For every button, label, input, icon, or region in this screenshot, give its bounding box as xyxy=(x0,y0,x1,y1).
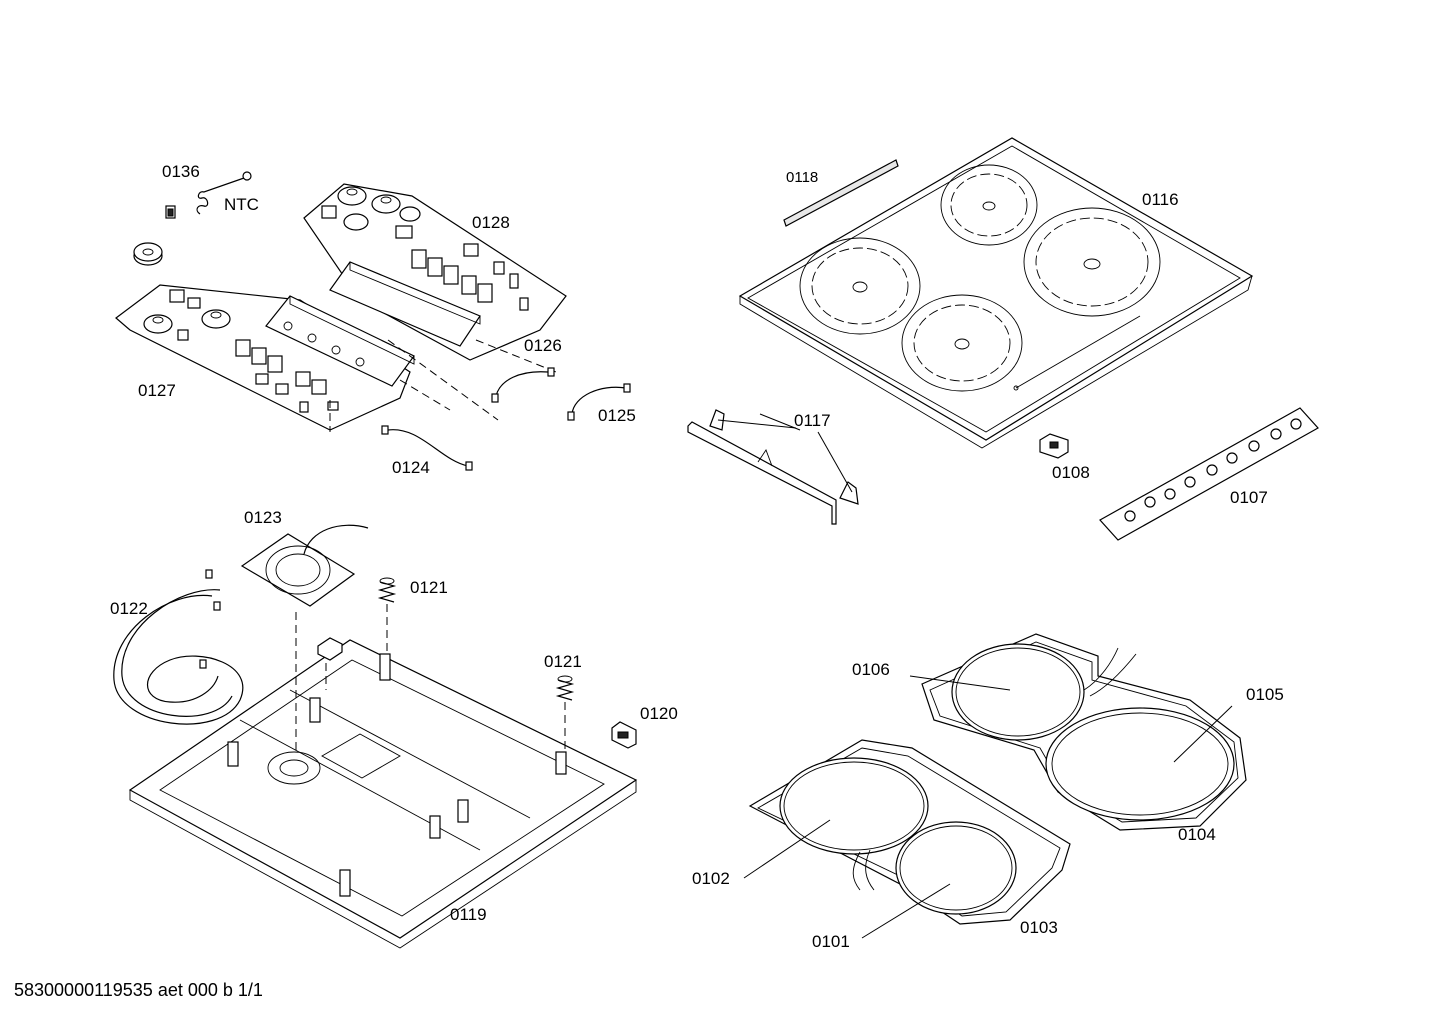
label-0104: 0104 xyxy=(1178,825,1216,844)
label-0117: 0117 xyxy=(794,411,831,430)
label-0106: 0106 xyxy=(852,660,890,679)
label-0121-b: 0121 xyxy=(544,652,582,671)
label-0103: 0103 xyxy=(1020,918,1058,937)
power-cable-0122[interactable] xyxy=(113,569,244,725)
label-0101: 0101 xyxy=(812,932,850,951)
label-ntc: NTC xyxy=(224,195,259,214)
label-0108: 0108 xyxy=(1052,463,1090,482)
label-0120: 0120 xyxy=(640,704,678,723)
control-panel-0107[interactable] xyxy=(1099,407,1319,541)
spring-0121-b[interactable] xyxy=(555,675,575,701)
label-0124: 0124 xyxy=(392,458,430,477)
cable-0125[interactable] xyxy=(567,383,631,421)
label-0105: 0105 xyxy=(1246,685,1284,704)
spring-0121-a[interactable] xyxy=(377,577,397,603)
label-0116: 0116 xyxy=(1142,190,1179,209)
housing-tray-0119[interactable] xyxy=(128,639,638,949)
induction-coil-0102[interactable] xyxy=(779,757,929,855)
label-0107: 0107 xyxy=(1230,488,1268,507)
document-id-footer: 58300000119535 aet 000 b 1/1 xyxy=(14,980,263,1000)
ceramic-hob-0116[interactable] xyxy=(738,137,1254,449)
label-0136: 0136 xyxy=(162,162,200,181)
label-0118: 0118 xyxy=(786,169,818,186)
ntc-sensor-0136[interactable] xyxy=(165,171,252,219)
label-0102: 0102 xyxy=(692,869,730,888)
control-board-0128[interactable] xyxy=(303,183,567,361)
label-0125: 0125 xyxy=(598,406,636,425)
label-0119: 0119 xyxy=(450,905,487,924)
component-0108[interactable] xyxy=(1039,433,1069,459)
label-0127: 0127 xyxy=(138,381,176,400)
frame-strip-0118[interactable] xyxy=(783,159,899,227)
connector-0120[interactable] xyxy=(611,721,637,749)
induction-coil-0101[interactable] xyxy=(852,821,1017,915)
cable-0126[interactable] xyxy=(491,367,555,403)
label-0123: 0123 xyxy=(244,508,282,527)
power-board-0127[interactable] xyxy=(115,242,415,431)
induction-coil-0106[interactable] xyxy=(951,643,1137,741)
label-0126: 0126 xyxy=(524,336,562,355)
induction-coil-0105[interactable] xyxy=(1045,707,1235,821)
fan-0123[interactable] xyxy=(240,524,369,607)
label-0122: 0122 xyxy=(110,599,148,618)
bracket-0117[interactable] xyxy=(687,409,859,525)
cable-0124[interactable] xyxy=(381,425,473,471)
label-0121-a: 0121 xyxy=(410,578,448,597)
label-0128: 0128 xyxy=(472,213,510,232)
